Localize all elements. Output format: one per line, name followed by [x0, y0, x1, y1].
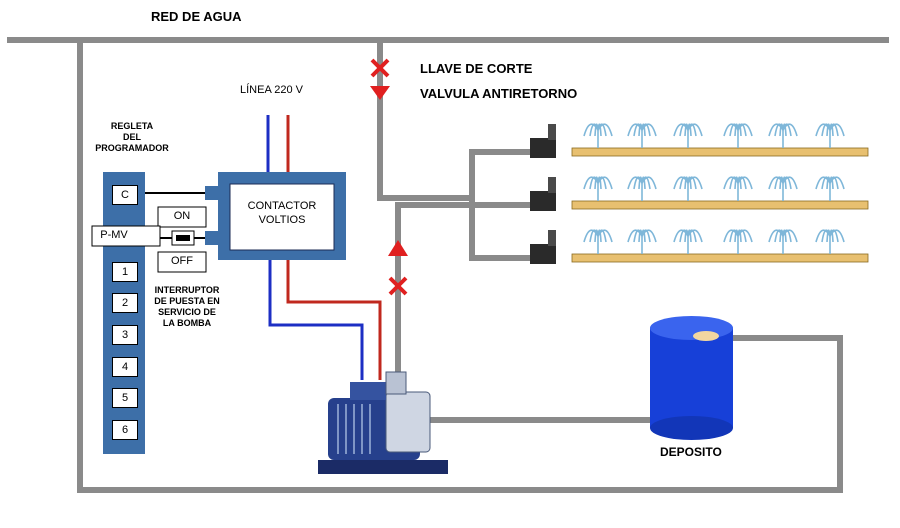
- terminal-c: C: [112, 185, 138, 205]
- pump: [318, 371, 448, 474]
- sprinkler-icon: [627, 123, 657, 148]
- pmv-box: [91, 225, 161, 247]
- return-loop-pipe: [77, 37, 843, 493]
- check-valve-bottom-icon: [388, 240, 408, 256]
- switch-off-box: [157, 251, 207, 273]
- sprinkler-icon: [673, 229, 703, 254]
- contactor-terminal-bottom: [205, 231, 219, 245]
- valve-marks: [370, 58, 408, 296]
- sprinkler-icon: [673, 123, 703, 148]
- terminal-1: 1: [112, 262, 138, 282]
- sprinkler-icon: [815, 176, 845, 201]
- sprinkler-icon: [583, 123, 613, 148]
- sprinkler-group: [583, 123, 845, 254]
- switch-lever: [176, 235, 190, 241]
- switch-off-label: OFF: [171, 255, 193, 267]
- power-line-label: LÍNEA 220 V: [240, 84, 303, 96]
- sprinkler-icon: [723, 176, 753, 201]
- terminal-4: 4: [112, 357, 138, 377]
- switch-on-label: ON: [173, 210, 191, 222]
- terminal-3: 3: [112, 325, 138, 345]
- sprinkler-icon: [768, 229, 798, 254]
- water-network-label: RED DE AGUA: [151, 9, 242, 24]
- tank: [650, 316, 733, 440]
- sprinkler-icon: [815, 123, 845, 148]
- contactor-face: [229, 183, 335, 251]
- contactor-label: CONTACTOR VOLTIOS: [247, 200, 317, 226]
- terminal-5: 5: [112, 388, 138, 408]
- sprinkler-icon: [627, 229, 657, 254]
- sprinkler-icon: [583, 176, 613, 201]
- check-valve-label: VALVULA ANTIRETORNO: [420, 86, 578, 101]
- programmer-strip-label: REGLETA DEL PROGRAMADOR: [95, 121, 169, 153]
- terminal-2: 2: [112, 293, 138, 313]
- sprinkler-icon: [627, 176, 657, 201]
- check-valve-top-icon: [370, 86, 390, 100]
- programmer-strip: [103, 172, 145, 454]
- irrigation-rows: [530, 124, 869, 264]
- pump-switch-label: INTERRUPTOR DE PUESTA EN SERVICIO DE LA …: [154, 285, 220, 328]
- shutoff-valve-label: LLAVE DE CORTE: [420, 61, 533, 76]
- pump-red-wire: [286, 260, 382, 380]
- pmv-label: P-MV: [100, 229, 128, 241]
- pump-blue-wire: [268, 260, 364, 380]
- contactor-terminal-top: [205, 186, 219, 200]
- terminal-6: 6: [112, 420, 138, 440]
- sprinkler-icon: [723, 123, 753, 148]
- sprinkler-icon: [768, 176, 798, 201]
- sprinkler-icon: [815, 229, 845, 254]
- sprinkler-icon: [768, 123, 798, 148]
- sprinkler-icon: [583, 229, 613, 254]
- sprinkler-icon: [723, 229, 753, 254]
- switch-on-box: [157, 206, 207, 228]
- tank-label: DEPOSITO: [660, 445, 722, 459]
- sprinkler-icon: [673, 176, 703, 201]
